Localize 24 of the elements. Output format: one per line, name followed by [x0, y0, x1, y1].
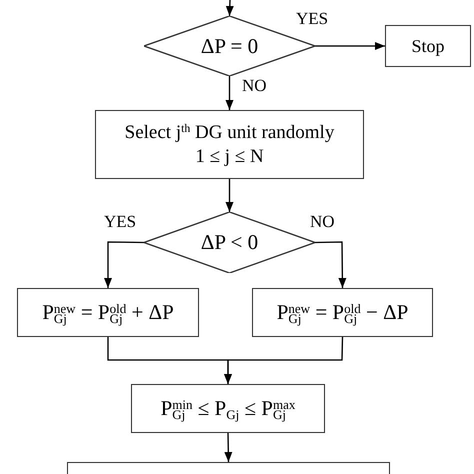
step-text: 1 ≤ j ≤ N: [195, 144, 264, 168]
process-box: [252, 288, 433, 337]
arrow: [226, 76, 234, 110]
process-box: [385, 25, 471, 67]
process-box: [95, 110, 364, 179]
arrow: [226, 179, 234, 212]
step-text: Select j$^{th}$ DG unit randomly: [124, 120, 334, 144]
arrow: [224, 336, 344, 384]
edge-label: YES: [104, 213, 136, 230]
edge-label: YES: [296, 10, 328, 27]
process-box: [17, 288, 199, 337]
step-text: Stop: [411, 34, 444, 58]
arrow: [104, 241, 144, 288]
arrow: [226, 0, 234, 16]
condition-text: ΔP < 0: [200, 229, 258, 256]
arrow: [315, 42, 385, 50]
condition-text: ΔP = 0: [200, 32, 258, 60]
arrow: [314, 241, 346, 288]
edge-label: NO: [310, 213, 335, 230]
step-text: P$_{Gj}$$^{new}$ = P$_{Gj}$$^{old}$ + ΔP: [42, 299, 174, 326]
edge-label: NO: [242, 77, 267, 94]
process-box: [131, 384, 325, 433]
step-text: P$_{Gj}$$^{new}$ = P$_{Gj}$$^{old}$ − ΔP: [276, 299, 408, 326]
arrow: [224, 432, 232, 462]
